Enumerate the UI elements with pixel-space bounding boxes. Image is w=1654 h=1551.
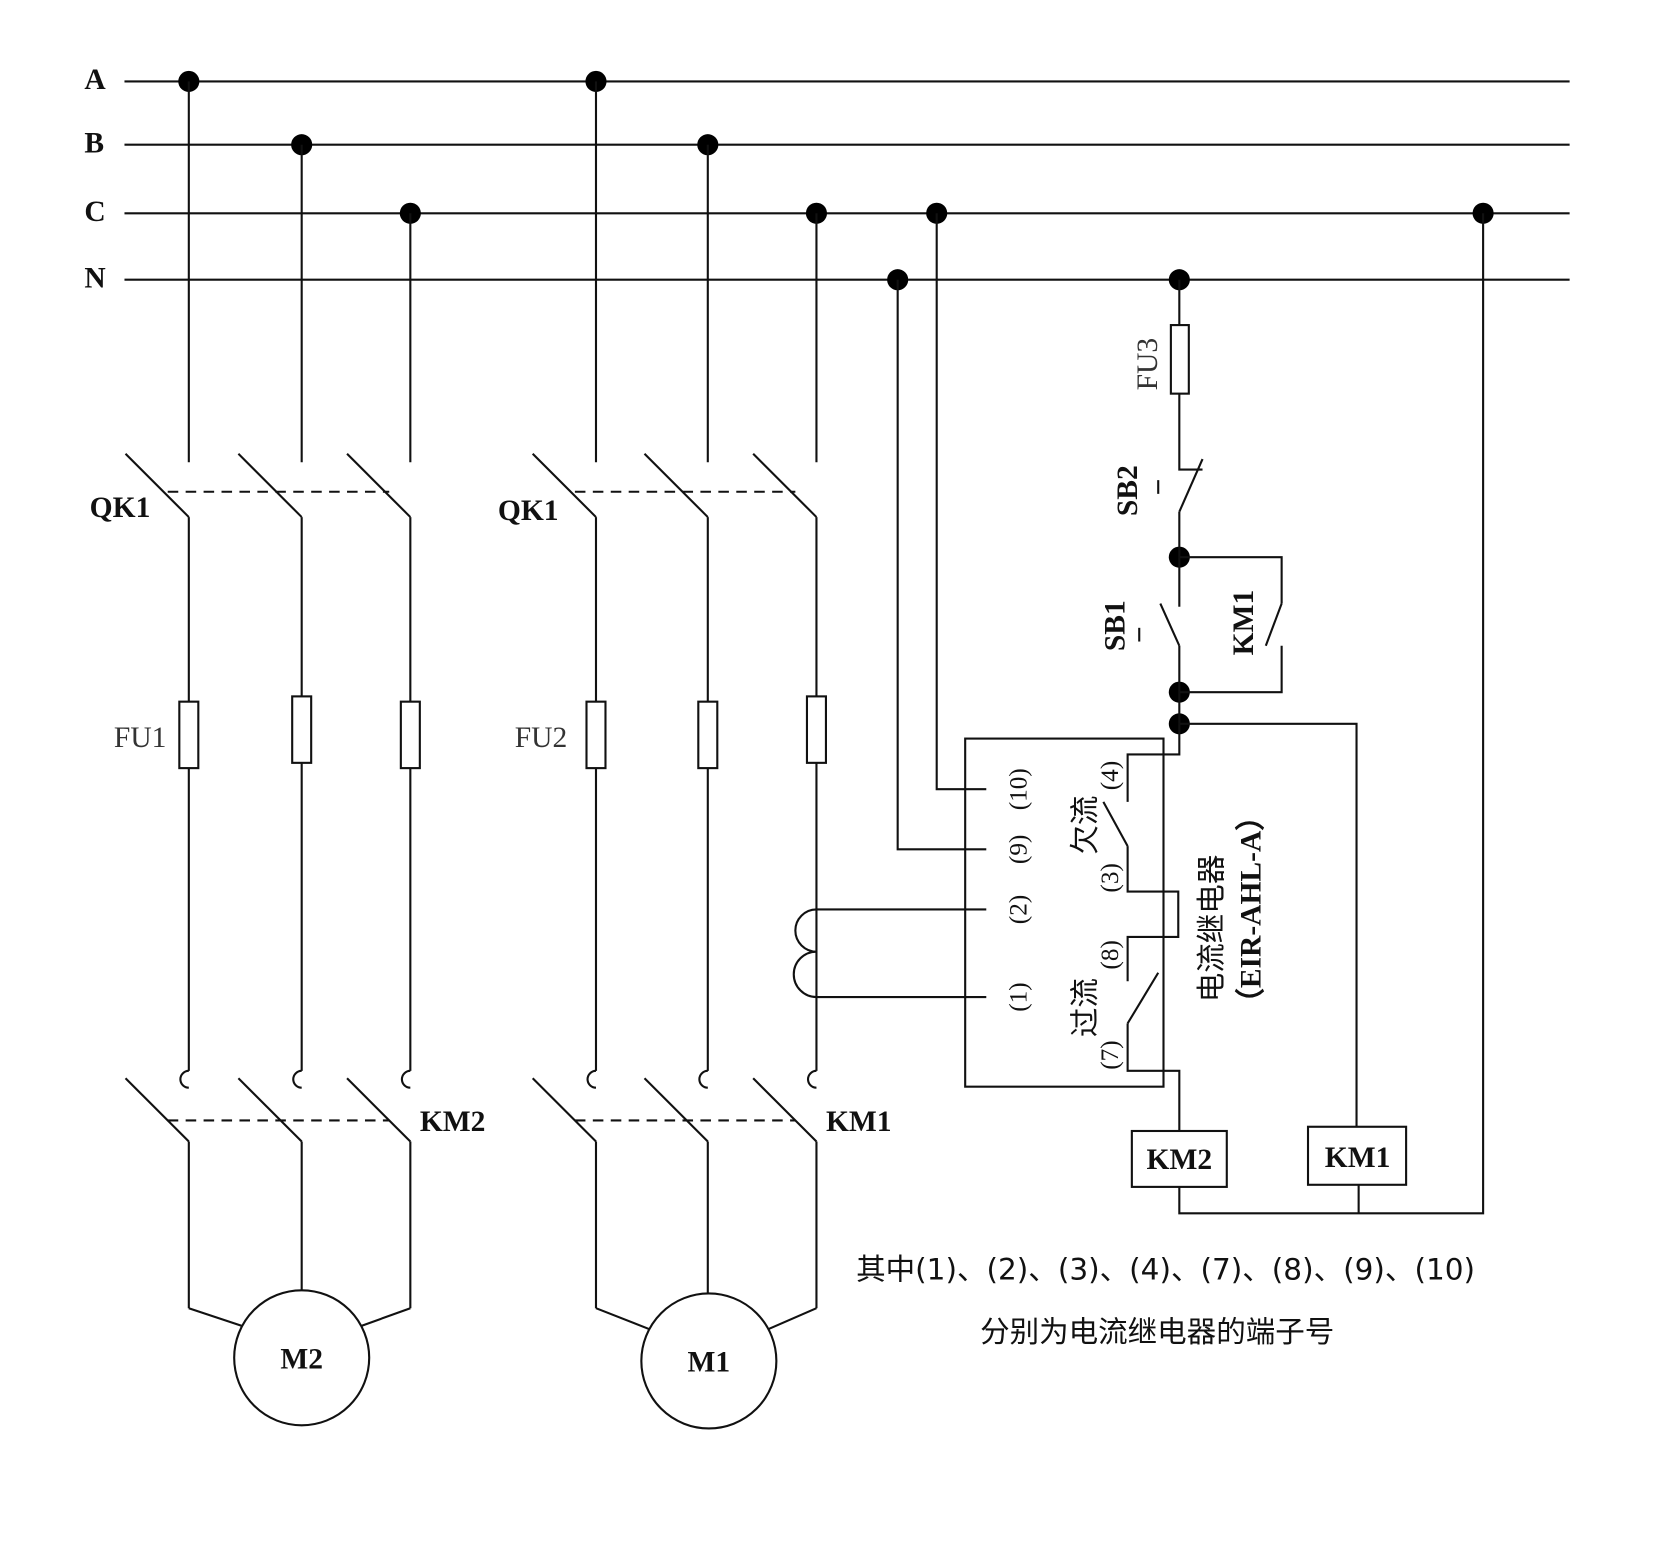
- contactor-arc: [400, 1069, 411, 1089]
- coil-km2-label: KM2: [1147, 1144, 1213, 1176]
- fu3-label: FU3: [1132, 338, 1164, 391]
- motor-m1-label: M1: [688, 1346, 731, 1378]
- motor-circle: [233, 1289, 371, 1427]
- sb2-label: SB2: [1112, 465, 1144, 516]
- contactor-blade: [237, 1077, 303, 1143]
- motor-circle: [640, 1292, 778, 1430]
- relay-wiring: [896, 213, 1485, 1215]
- contactor-arc: [179, 1069, 189, 1089]
- motor-wire: [595, 1307, 651, 1331]
- fu1-label: FU1: [114, 722, 167, 754]
- relay-model: （EIR-AHL-A）: [1235, 801, 1268, 1017]
- fu2-label: FU2: [515, 722, 568, 754]
- km2-contact-label: KM2: [420, 1106, 486, 1138]
- qk1-right-label: QK1: [498, 495, 559, 527]
- terminal-2: (2): [1004, 895, 1032, 925]
- current-transformer-coil: [792, 908, 987, 999]
- bus-lines: [124, 80, 1570, 281]
- fuse: [805, 695, 827, 764]
- motor-branches: [124, 81, 827, 1430]
- under-current-label: 欠流: [1068, 796, 1102, 855]
- km1-aux-label: KM1: [1228, 590, 1260, 656]
- motor-wire: [360, 1307, 411, 1328]
- note-line-1: 其中(1)、(2)、(3)、(4)、(7)、(8)、(9)、(10): [856, 1253, 1475, 1287]
- note-line-2: 分别为电流继电器的端子号: [980, 1315, 1334, 1349]
- over-current-label: 过流: [1068, 978, 1102, 1037]
- contactor-arc: [807, 1069, 817, 1089]
- disconnect-switch-blade: [237, 453, 303, 518]
- terminal-9: (9): [1004, 835, 1032, 865]
- motor-m2-label: M2: [280, 1343, 323, 1375]
- disconnect-switch-blade: [643, 453, 709, 518]
- contactor-arc: [698, 1069, 708, 1089]
- bus-label-b: B: [84, 128, 104, 160]
- km1-contact-label: KM1: [826, 1106, 892, 1138]
- fuse: [178, 700, 200, 770]
- bus-label-n: N: [84, 263, 105, 295]
- relay-name: 电流继电器: [1195, 855, 1229, 1003]
- junction-dots: [178, 70, 1494, 735]
- disconnect-switch-blade: [346, 453, 412, 518]
- terminal-10: (10): [1004, 768, 1032, 810]
- disconnect-switch-blade: [124, 453, 190, 518]
- fuse: [697, 700, 719, 770]
- sb1-label: SB1: [1099, 600, 1131, 651]
- bus-label-c: C: [84, 196, 105, 228]
- fuse: [585, 700, 607, 770]
- contactor-arc: [586, 1069, 597, 1089]
- contactor-blade: [531, 1077, 597, 1143]
- contactor-blade: [643, 1077, 709, 1143]
- bus-label-a: A: [84, 64, 106, 96]
- contactor-blade: [124, 1077, 190, 1143]
- fuse: [399, 700, 421, 770]
- disconnect-switch-blade: [752, 453, 818, 518]
- coil-km1-label: KM1: [1325, 1142, 1391, 1174]
- motor-wire: [188, 1307, 243, 1328]
- terminal-8: (8): [1096, 940, 1124, 970]
- contactor-blade: [752, 1077, 818, 1143]
- qk1-left-label: QK1: [90, 492, 151, 524]
- terminal-4: (4): [1096, 761, 1124, 791]
- motor-wire: [767, 1307, 817, 1331]
- contactor-arc: [292, 1069, 302, 1089]
- terminal-1: (1): [1004, 982, 1032, 1012]
- contactor-blade: [346, 1077, 412, 1143]
- terminal-3: (3): [1096, 863, 1124, 893]
- control-circuit: [1138, 279, 1283, 724]
- fuse: [291, 695, 313, 764]
- terminal-7: (7): [1096, 1040, 1124, 1070]
- disconnect-switch-blade: [531, 453, 597, 518]
